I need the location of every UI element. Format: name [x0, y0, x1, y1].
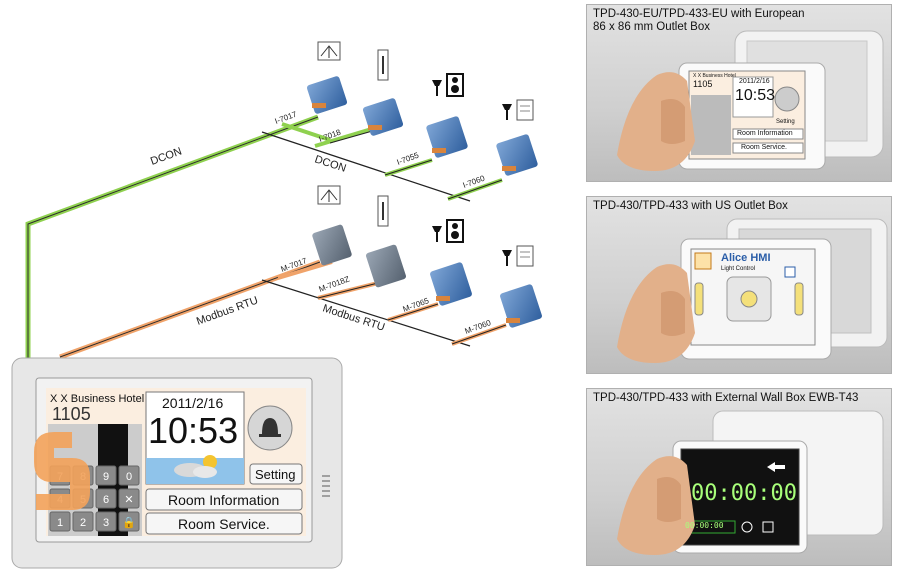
room-service-label: Room Service. [178, 516, 270, 532]
lamp-speaker-icon [432, 73, 464, 97]
photo-illustration [617, 30, 884, 171]
io-module-m7017 [312, 224, 352, 266]
mini-time: 10:53 [735, 87, 776, 104]
dcon-label-2: DCON [313, 153, 348, 174]
room-number: 1105 [52, 404, 91, 424]
lamp-switch-icon [502, 99, 534, 121]
analog-signal-icon [317, 185, 341, 205]
mini-setting: Setting [776, 119, 795, 125]
photo-european-outlet: TPD-430-EU/TPD-433-EU with European 86 x… [586, 4, 892, 182]
dcon-bus [25, 114, 503, 362]
mini-room-info: Room Information [737, 130, 793, 137]
keypad-key[interactable]: 6 [95, 488, 117, 509]
timer-small: 00:00:00 [685, 521, 724, 530]
hmi-title: Alice HMI [721, 252, 771, 264]
io-module-i7055 [426, 116, 468, 158]
photo-caption: TPD-430/TPD-433 with External Wall Box E… [593, 392, 859, 404]
setting-button[interactable] [249, 463, 303, 485]
io-module-i7060 [496, 134, 538, 176]
analog-signal-icon [317, 41, 341, 61]
keypad-key-label: 6 [103, 494, 109, 506]
vent-slots [322, 475, 330, 497]
io-module-i7018 [362, 98, 404, 136]
mini-room-service: Room Service. [741, 144, 787, 151]
bell-button[interactable] [247, 405, 293, 451]
photo-us-outlet: TPD-430/TPD-433 with US Outlet Box Alice… [586, 196, 892, 374]
date-display: 2011/2/16 [162, 395, 224, 411]
timer-display: 00:00:00 [691, 481, 797, 506]
keypad-key[interactable]: 0 [118, 465, 140, 486]
keypad-key[interactable]: ✕ [118, 488, 140, 509]
thermometer-icon [377, 49, 389, 81]
io-module-m7065 [430, 262, 472, 306]
room-service-button[interactable] [145, 512, 303, 535]
keypad-key-label: 2 [80, 517, 86, 529]
setting-label: Setting [255, 467, 296, 482]
keypad-key-label: 9 [103, 471, 109, 483]
mini-hotel-name: X X Business Hotel [693, 73, 736, 79]
modbus-bus [59, 259, 507, 360]
bell-icon [259, 418, 281, 437]
time-display: 10:53 [148, 410, 239, 451]
keypad-key-label: ✕ [124, 494, 133, 506]
keypad-key-label: 0 [126, 471, 132, 483]
room-information-label: Room Information [168, 492, 280, 508]
keypad-key[interactable]: 9 [95, 465, 117, 486]
photo-illustration [617, 218, 888, 363]
room-information-button[interactable] [145, 488, 303, 511]
keypad-key[interactable]: 3 [95, 511, 117, 532]
keypad-key-label: 1 [57, 517, 63, 529]
keypad-key-label: 🔒 [122, 516, 136, 529]
keypad-key-label: 3 [103, 517, 109, 529]
photo-external-wall-box: TPD-430/TPD-433 with External Wall Box E… [586, 388, 892, 566]
keypad-key[interactable]: 2 [72, 511, 94, 532]
weather-icon [174, 455, 217, 478]
mini-room: 1105 [693, 79, 713, 89]
clock-panel [145, 391, 245, 485]
io-module-m7018z [366, 244, 406, 288]
thermometer-icon [377, 195, 389, 227]
io-module-m7060 [500, 284, 542, 328]
keypad-key[interactable]: 1 [49, 511, 71, 532]
photo-caption: TPD-430-EU/TPD-433-EU with European 86 x… [593, 8, 805, 33]
io-module-i7017 [306, 76, 348, 114]
brand-logo-shape [34, 432, 90, 510]
photo-caption: TPD-430/TPD-433 with US Outlet Box [593, 200, 788, 212]
dcon-label-1: DCON [149, 145, 184, 167]
modbus-label-2: Modbus RTU [321, 302, 386, 333]
photo-illustration [617, 410, 884, 555]
lamp-switch-icon [502, 245, 534, 267]
lamp-speaker-icon [432, 219, 464, 243]
hmi-subtitle: Light Control [721, 266, 756, 272]
modbus-label-1: Modbus RTU [195, 294, 260, 327]
keypad-key[interactable]: 🔒 [118, 511, 140, 532]
mini-date: 2011/2/16 [739, 78, 770, 85]
arrow-left-icon [767, 462, 785, 472]
hotel-name: X X Business Hotel [50, 393, 145, 405]
